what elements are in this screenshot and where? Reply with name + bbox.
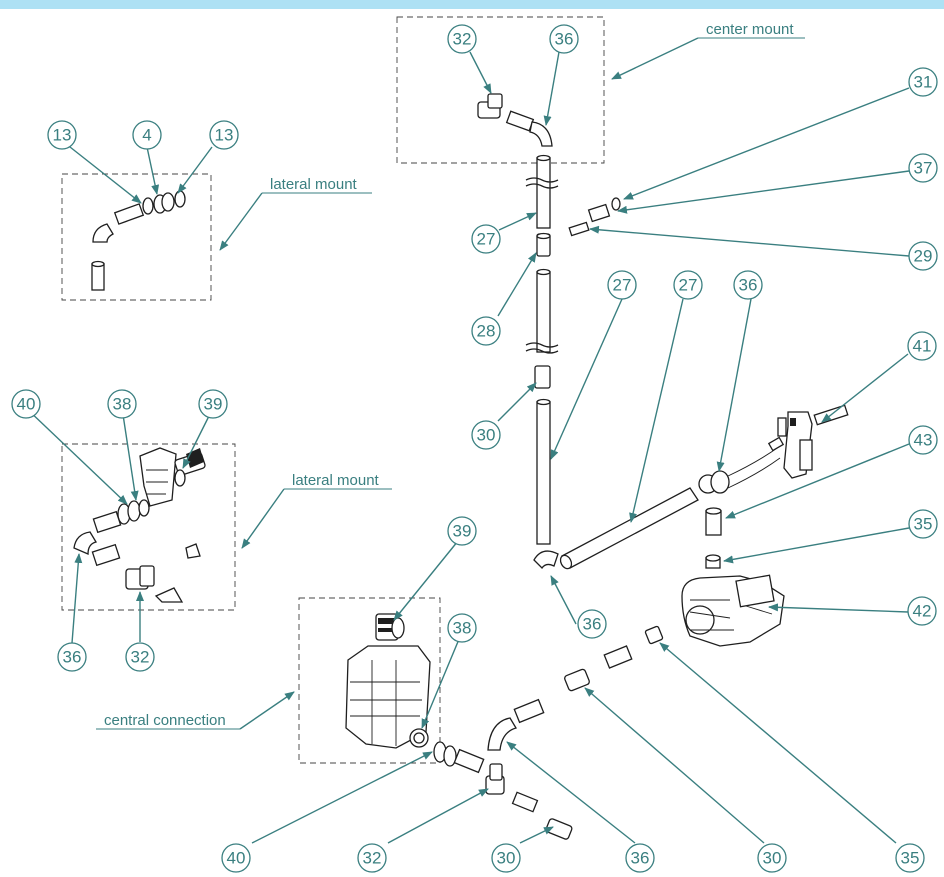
pump-42 bbox=[681, 574, 785, 647]
central-connection-box bbox=[298, 597, 441, 764]
lateral-mount-box-top bbox=[61, 173, 212, 301]
svg-text:32: 32 bbox=[363, 849, 382, 868]
balloon-27-upper: 27 bbox=[471, 224, 501, 254]
svg-text:30: 30 bbox=[477, 426, 496, 445]
svg-text:43: 43 bbox=[914, 431, 933, 450]
balloon-31: 31 bbox=[908, 67, 938, 97]
parts-43-35-right bbox=[705, 507, 722, 569]
svg-text:35: 35 bbox=[914, 515, 933, 534]
central-connection-label: central connection bbox=[96, 691, 295, 730]
balloon-42: 42 bbox=[907, 596, 937, 626]
svg-text:41: 41 bbox=[913, 337, 932, 356]
valve-assembly-41 bbox=[777, 404, 849, 479]
balloon-13-right: 13 bbox=[209, 120, 239, 150]
center-mount-label: center mount bbox=[611, 21, 805, 80]
balloon-41: 41 bbox=[907, 331, 937, 361]
svg-text:42: 42 bbox=[913, 602, 932, 621]
svg-text:27: 27 bbox=[679, 276, 698, 295]
bottom-pipe-assembly bbox=[433, 625, 664, 840]
balloon-29: 29 bbox=[908, 241, 938, 271]
diagonal-pipe-27 bbox=[559, 487, 699, 570]
balloon-40-left: 40 bbox=[11, 389, 41, 419]
svg-text:36: 36 bbox=[63, 648, 82, 667]
svg-text:38: 38 bbox=[113, 395, 132, 414]
svg-text:38: 38 bbox=[453, 619, 472, 638]
balloon-30-bottom-right: 30 bbox=[757, 843, 787, 873]
balloon-35-bottom: 35 bbox=[895, 843, 925, 873]
svg-text:35: 35 bbox=[901, 849, 920, 868]
balloon-28: 28 bbox=[471, 316, 501, 346]
svg-text:36: 36 bbox=[739, 276, 758, 295]
svg-text:30: 30 bbox=[497, 849, 516, 868]
balloon-43: 43 bbox=[908, 425, 938, 455]
svg-text:36: 36 bbox=[631, 849, 650, 868]
balloon-36-mid: 36 bbox=[733, 270, 763, 300]
lateral-mount-left-parts bbox=[73, 447, 206, 603]
lateral-mount-label-left: lateral mount bbox=[241, 472, 392, 549]
balloon-36-top: 36 bbox=[549, 24, 579, 54]
svg-text:27: 27 bbox=[613, 276, 632, 295]
svg-text:40: 40 bbox=[227, 849, 246, 868]
svg-text:lateral mount: lateral mount bbox=[270, 176, 358, 193]
svg-text:36: 36 bbox=[555, 30, 574, 49]
center-mount-parts bbox=[477, 93, 553, 147]
svg-text:37: 37 bbox=[914, 159, 933, 178]
svg-text:31: 31 bbox=[914, 73, 933, 92]
leader-lines bbox=[25, 51, 910, 844]
balloon-27-right: 27 bbox=[673, 270, 703, 300]
balloon-40-bottom: 40 bbox=[221, 843, 251, 873]
lateral-mount-top-parts bbox=[91, 190, 186, 291]
svg-text:center mount: center mount bbox=[706, 21, 794, 38]
balloon-39-left: 39 bbox=[198, 389, 228, 419]
svg-text:39: 39 bbox=[204, 395, 223, 414]
balloon-30-bottom-left: 30 bbox=[491, 843, 521, 873]
balloon-32-top: 32 bbox=[447, 24, 477, 54]
balloon-13-left: 13 bbox=[47, 120, 77, 150]
balloon-38-central: 38 bbox=[447, 613, 477, 643]
central-connection-parts bbox=[345, 613, 431, 749]
balloon-4: 4 bbox=[132, 120, 162, 150]
svg-text:39: 39 bbox=[453, 522, 472, 541]
svg-text:central connection: central connection bbox=[104, 712, 226, 729]
svg-text:32: 32 bbox=[453, 30, 472, 49]
svg-text:29: 29 bbox=[914, 247, 933, 266]
balloon-32-left: 32 bbox=[125, 642, 155, 672]
lateral-mount-label-top: lateral mount bbox=[219, 176, 372, 251]
svg-text:30: 30 bbox=[763, 849, 782, 868]
balloon-35-right: 35 bbox=[908, 509, 938, 539]
svg-text:28: 28 bbox=[477, 322, 496, 341]
elbow-and-hose bbox=[698, 436, 785, 494]
svg-text:13: 13 bbox=[215, 126, 234, 145]
top-bar bbox=[0, 0, 944, 9]
svg-text:32: 32 bbox=[131, 648, 150, 667]
svg-text:40: 40 bbox=[17, 395, 36, 414]
balloon-36-bottom: 36 bbox=[625, 843, 655, 873]
balloon-36-vertical: 36 bbox=[577, 609, 607, 639]
balloon-36-left: 36 bbox=[57, 642, 87, 672]
lateral-mount-box-left bbox=[61, 443, 236, 611]
balloon-39-central: 39 bbox=[447, 516, 477, 546]
svg-text:lateral mount: lateral mount bbox=[292, 472, 380, 489]
balloon-32-bottom: 32 bbox=[357, 843, 387, 873]
svg-text:13: 13 bbox=[53, 126, 72, 145]
balloon-37: 37 bbox=[908, 153, 938, 183]
svg-text:36: 36 bbox=[583, 615, 602, 634]
balloon-38-left: 38 bbox=[107, 389, 137, 419]
svg-text:27: 27 bbox=[477, 230, 496, 249]
center-mount-box bbox=[396, 16, 605, 164]
svg-text:4: 4 bbox=[142, 126, 151, 145]
balloon-30-vertical: 30 bbox=[471, 420, 501, 450]
vertical-pipe-27 bbox=[525, 154, 559, 570]
balloon-27-mid: 27 bbox=[607, 270, 637, 300]
